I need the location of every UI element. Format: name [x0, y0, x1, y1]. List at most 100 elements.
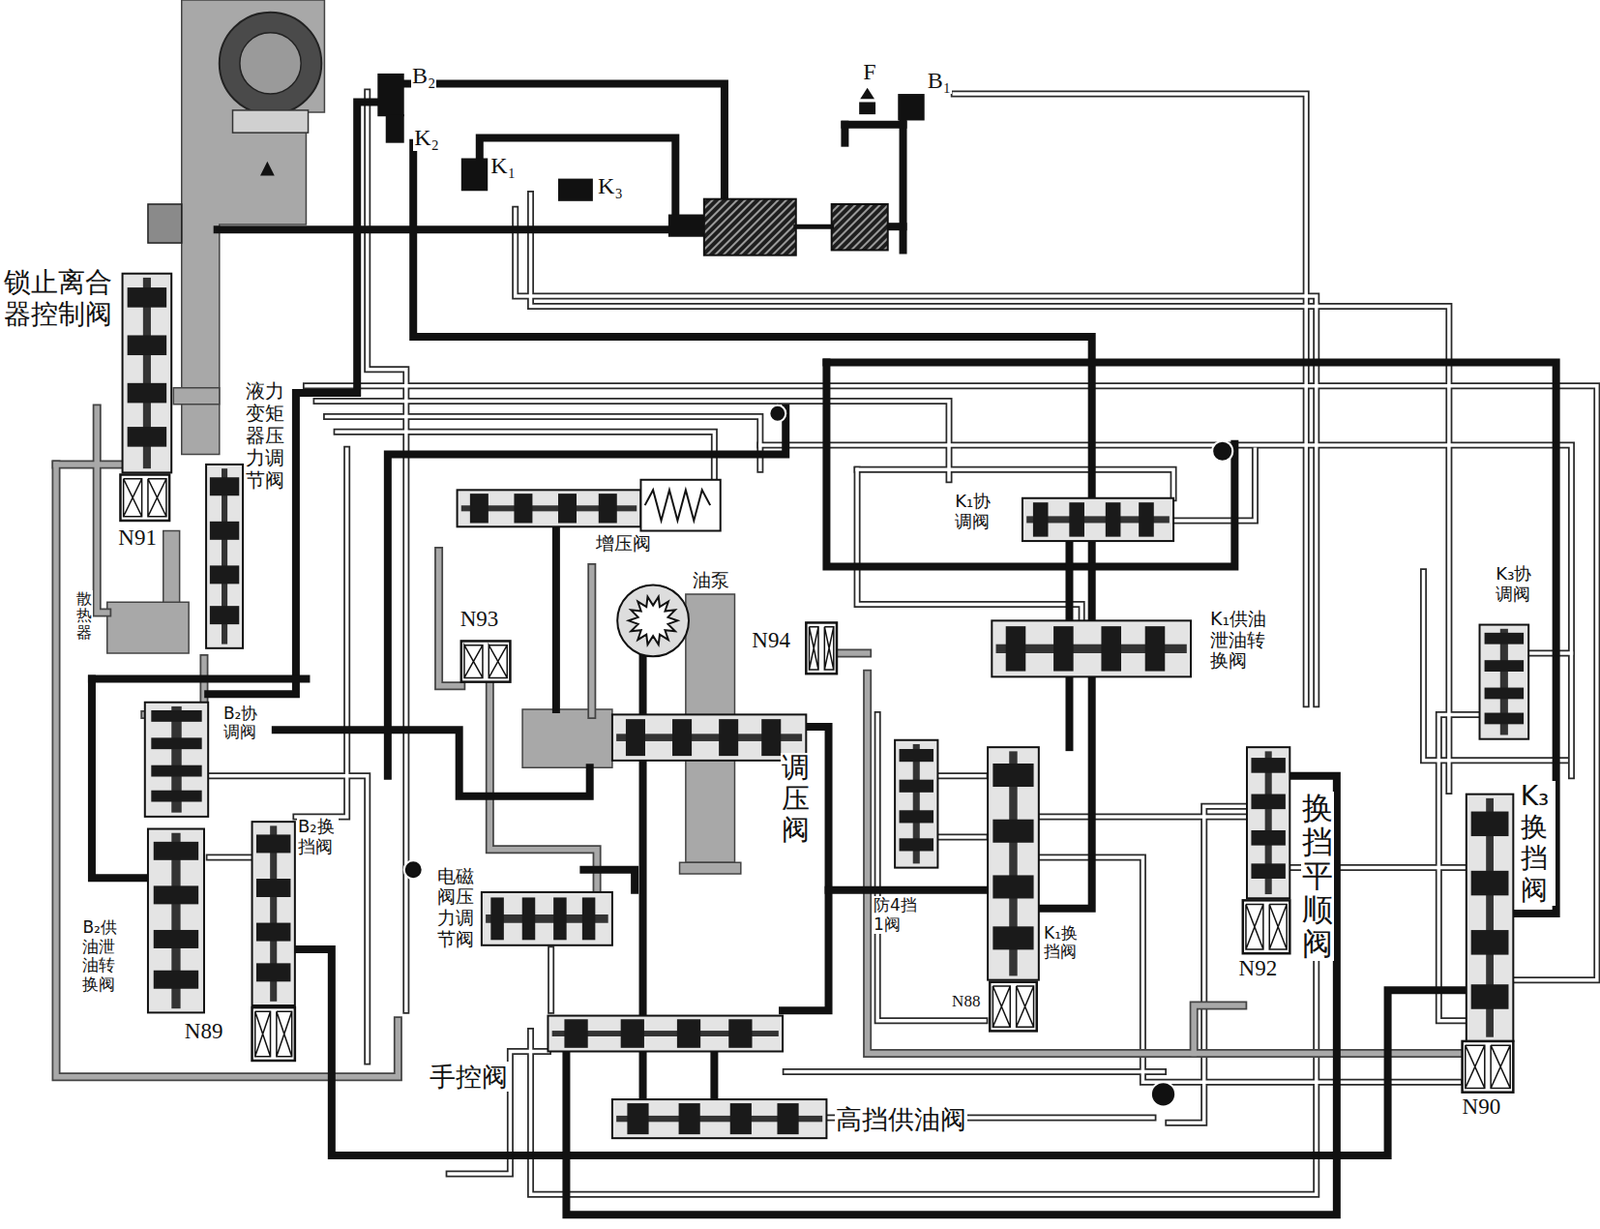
valves	[122, 273, 1530, 1138]
planetary-gears	[704, 199, 889, 256]
solenoid-symbol	[1462, 1040, 1514, 1093]
valve-bore	[145, 702, 208, 817]
white-oil-line	[208, 775, 368, 1062]
white-oil-line	[305, 385, 1597, 980]
valve-land	[1484, 659, 1525, 672]
spool-valve	[206, 464, 243, 649]
ball-check-valve	[404, 859, 423, 879]
part-label: K₁供油泄油转换阀	[1209, 608, 1271, 673]
valve-land	[677, 1018, 701, 1048]
solenoid-coil	[1016, 985, 1035, 1027]
main-oil-line	[91, 678, 149, 878]
valve-land	[679, 1102, 701, 1134]
valve-bore	[987, 746, 1039, 980]
ball-check-valve	[1212, 441, 1233, 462]
white-oil-line	[531, 193, 1450, 791]
valve-bore	[481, 891, 613, 946]
spool-valve	[481, 891, 613, 946]
valve-land	[513, 493, 533, 523]
valve-land	[256, 878, 291, 897]
gray-housing	[107, 601, 189, 653]
valve-bore	[991, 620, 1191, 677]
valve-land	[470, 493, 489, 523]
valve-bore	[1480, 624, 1530, 740]
white-oil-line	[547, 948, 555, 1010]
main-oil-line	[275, 729, 591, 797]
main-oil-line	[710, 1050, 718, 1099]
part-label: 调压阀	[780, 752, 811, 846]
spool-valve	[1022, 498, 1174, 541]
white-oil-line	[938, 771, 984, 779]
gray-housing	[522, 709, 613, 768]
solenoid-symbol	[119, 474, 170, 521]
clutch-piston	[859, 101, 876, 115]
freewheel-triangle	[859, 88, 875, 100]
white-oil-line	[1173, 448, 1255, 521]
part-label: 防4挡1阀	[872, 895, 919, 934]
part-label: K₁协调阀	[953, 491, 996, 532]
white-oil-line	[208, 855, 250, 860]
clutch-piston	[897, 93, 924, 120]
part-label: K₃协调阀	[1494, 563, 1537, 604]
valve-land	[150, 790, 202, 802]
gray-oil-line	[439, 551, 462, 686]
white-oil-line	[953, 93, 1306, 705]
valve-land	[626, 1102, 649, 1134]
converter-turbine	[239, 32, 301, 94]
valve-bore	[206, 464, 243, 649]
white-oil-line	[785, 1069, 1163, 1074]
white-oil-line	[953, 93, 1306, 705]
gray-oil-line	[489, 681, 597, 890]
torque-converter	[148, 12, 322, 243]
spool-valve	[612, 1098, 828, 1138]
valve-bore	[148, 829, 205, 1013]
part-label: K₃换挡阀	[1519, 780, 1556, 906]
white-oil-line	[938, 832, 984, 840]
valve-bore	[547, 1015, 783, 1052]
check-valves	[404, 405, 1234, 1107]
part-label: F	[861, 59, 877, 87]
valve-spring	[645, 489, 712, 521]
part-label: N93	[459, 606, 501, 632]
valve-land	[256, 833, 291, 853]
valve-land	[1484, 712, 1525, 725]
solenoid-case	[461, 640, 511, 682]
solenoid-case	[805, 622, 837, 674]
valve-land	[899, 809, 934, 823]
part-label: B₂	[411, 62, 437, 90]
valve-land	[899, 779, 934, 793]
solenoid-coil	[276, 1010, 293, 1056]
valve-bore	[894, 740, 938, 868]
solenoid-coil	[1245, 904, 1264, 949]
gear-set	[831, 204, 889, 250]
white-oil-line-group	[208, 91, 1598, 1194]
solenoid-coil	[1465, 1044, 1485, 1088]
part-label: 散热器	[75, 590, 93, 642]
white-oil-line	[785, 1067, 1163, 1075]
solenoid-coil	[808, 626, 818, 670]
gray-oil-line	[56, 461, 120, 468]
part-label: 油泵	[691, 569, 731, 592]
gray-oil-line	[836, 650, 868, 656]
valve-land	[625, 718, 646, 756]
valve-land	[776, 1102, 799, 1134]
flow-triangle	[260, 161, 275, 177]
white-oil-line	[857, 469, 1174, 499]
main-oil-line	[217, 225, 669, 234]
part-label: N88	[950, 991, 981, 1011]
valve-land	[1484, 687, 1525, 700]
part-label: N90	[1461, 1094, 1503, 1120]
valve-land	[1471, 811, 1510, 837]
white-oil-line	[877, 713, 985, 1020]
white-oil-line	[208, 854, 250, 861]
valve-land	[256, 922, 291, 942]
valve-bore	[457, 489, 642, 527]
valve-land	[1100, 625, 1122, 671]
main-oil-line	[1065, 676, 1073, 747]
solenoid-case	[1462, 1040, 1514, 1093]
spool-valve	[1466, 794, 1514, 1041]
part-label: K₁换挡阀	[1042, 923, 1083, 962]
spool-valve	[122, 273, 173, 474]
gray-oil-line	[867, 673, 1244, 1053]
part-label: K₁	[489, 152, 517, 180]
